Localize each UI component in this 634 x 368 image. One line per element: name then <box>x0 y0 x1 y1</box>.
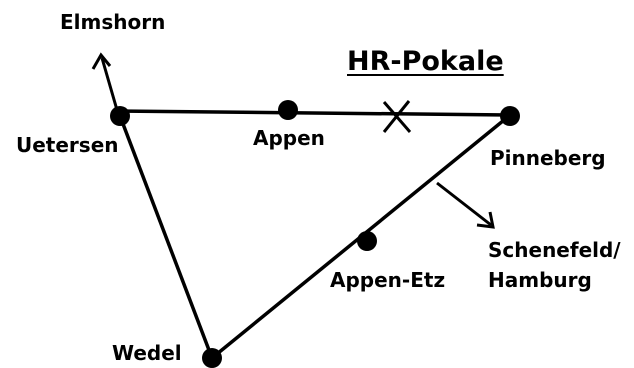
station-uetersen-dot <box>110 106 130 126</box>
elmshorn-arrow-icon <box>91 52 112 70</box>
elmshorn-direction-line <box>100 57 119 111</box>
blocked-section-cross-icon <box>382 100 412 133</box>
schenefeld-arrow-icon <box>476 211 495 229</box>
direction-label-schenefeld-line2: Hamburg <box>488 268 592 292</box>
station-label-appen: Appen <box>253 126 325 150</box>
station-pinneberg-dot <box>500 106 520 126</box>
schenefeld-direction-line <box>436 181 492 227</box>
station-label-wedel: Wedel <box>112 341 182 365</box>
station-wedel-dot <box>202 348 222 368</box>
station-appen-etz-dot <box>357 231 377 251</box>
diagram-title: HR-Pokale <box>347 46 504 77</box>
station-label-uetersen: Uetersen <box>16 133 119 157</box>
direction-label-schenefeld-line1: Schenefeld/ <box>488 238 621 262</box>
route-uetersen-wedel <box>118 115 214 359</box>
station-label-pinneberg: Pinneberg <box>490 146 606 170</box>
station-label-appen-etz: Appen-Etz <box>330 268 446 292</box>
direction-label-elmshorn: Elmshorn <box>60 10 166 34</box>
route-uetersen-pinneberg <box>119 109 510 117</box>
station-appen-dot <box>278 100 298 120</box>
